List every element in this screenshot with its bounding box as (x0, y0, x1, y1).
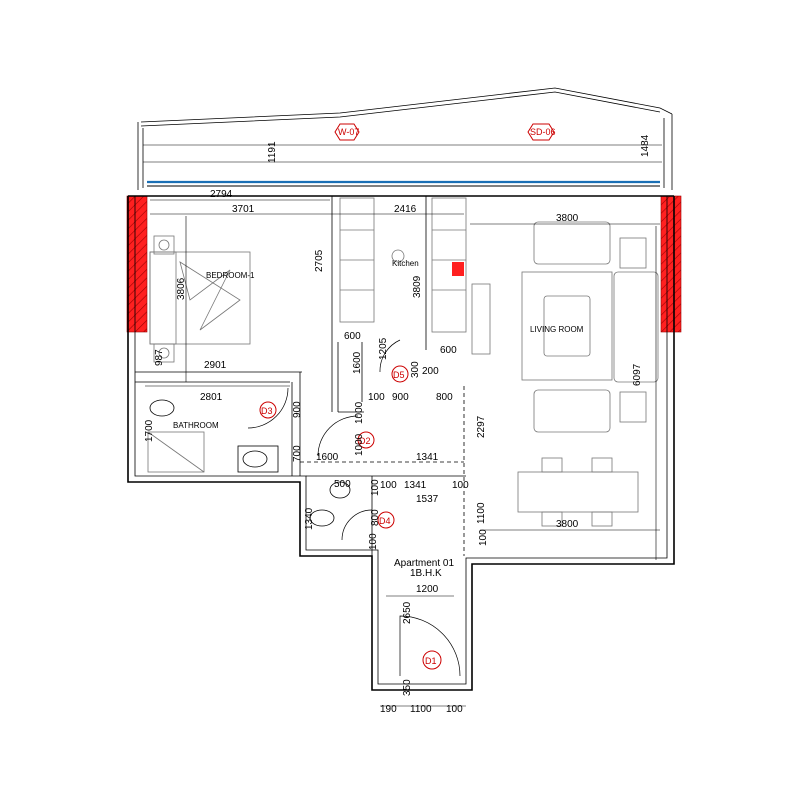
label-bedroom: BEDROOM-1 (206, 271, 255, 280)
dim-kitchen-height: 2705 (314, 249, 325, 272)
door-d3: D3 (261, 406, 273, 416)
dim-living-height: 6097 (632, 363, 643, 386)
dim-d1600: 1600 (316, 452, 339, 463)
dim-d500: 500 (334, 479, 351, 490)
dim-k200: 200 (422, 366, 439, 377)
dim-kitchen-depth: 3809 (412, 275, 423, 298)
dim-d1100a: 1100 (476, 502, 487, 524)
dim-k600a: 600 (344, 331, 361, 342)
dim-d800b: 800 (370, 509, 381, 526)
facade-glazing (147, 180, 660, 187)
tag-window: W-07 (338, 127, 359, 137)
label-living-room: LIVING ROOM (530, 325, 584, 334)
dim-d1000a: 1000 (354, 401, 365, 424)
dim-bed-top: 2794 (210, 189, 233, 200)
dim-d2650: 2650 (402, 601, 413, 624)
dim-d100b: 100 (380, 480, 397, 491)
door-d1: D1 (425, 656, 437, 666)
dim-k1205: 1205 (378, 337, 389, 360)
dim-d1341b: 1341 (404, 480, 427, 491)
doors (247, 339, 461, 677)
room-labels: BEDROOM-1 Kitchen LIVING ROOM BATHROOM A… (173, 259, 584, 579)
dim-d190: 190 (380, 704, 397, 715)
dim-k600b: 600 (440, 345, 457, 356)
dim-d350: 350 (402, 679, 413, 696)
dim-k900a: 900 (392, 392, 409, 403)
dim-kitchen-top: 2416 (394, 204, 417, 215)
door-d4: D4 (379, 516, 391, 526)
dim-bed-bottom: 2901 (204, 360, 227, 371)
cladding-left (126, 195, 148, 333)
dimension-values: 2794 3701 2416 3800 2901 2801 600 600 20… (200, 189, 579, 715)
dim-d1100b: 1100 (410, 704, 432, 715)
living-furniture (517, 221, 659, 527)
dim-d1537: 1537 (416, 494, 439, 505)
walls (127, 195, 675, 691)
dimension-values-vertical: 1191 1484 3806 987 2705 3809 6097 1700 1… (144, 134, 651, 696)
bedroom-furniture (149, 235, 251, 363)
dim-bath-900: 900 (292, 401, 303, 418)
dimension-lines (145, 199, 660, 707)
dim-balcony-left: 1191 (267, 141, 278, 163)
dim-d1341a: 1341 (416, 452, 439, 463)
kitchen-units (339, 197, 491, 355)
dim-k300: 300 (410, 361, 421, 378)
element-tags: W-07 SD-06 D1 D2 D3 D4 D5 (259, 123, 556, 670)
dim-bath-700: 700 (292, 445, 303, 462)
dim-d100d: 100 (370, 479, 381, 496)
bathroom-fixtures (147, 399, 351, 527)
dim-d2297: 2297 (476, 415, 487, 438)
dim-k1600: 1600 (352, 351, 363, 374)
label-bathroom: BATHROOM (173, 421, 219, 430)
door-d5: D5 (393, 370, 405, 380)
apartment-type: 1B.H.K (410, 568, 442, 579)
dim-d1000b: 1000 (354, 433, 365, 456)
door-d2: D2 (359, 436, 371, 446)
dim-bed-height: 3806 (176, 277, 187, 300)
tag-sliding-door: SD-06 (530, 127, 556, 137)
dim-k800a: 800 (436, 392, 453, 403)
dim-d100g: 100 (446, 704, 463, 715)
dim-d1200: 1200 (416, 584, 439, 595)
dim-k100a: 100 (368, 392, 385, 403)
dim-bath-height: 1700 (144, 419, 155, 442)
dim-balcony-right: 1484 (640, 134, 651, 157)
balcony (137, 87, 673, 190)
dim-living-top: 3800 (556, 213, 579, 224)
label-kitchen: Kitchen (392, 259, 419, 268)
dim-d100f: 100 (478, 529, 489, 546)
dim-d100e: 100 (368, 533, 379, 550)
dim-bath-top: 2801 (200, 392, 223, 403)
apartment-name: Apartment 01 (394, 558, 454, 569)
dim-d1340: 1340 (304, 507, 315, 530)
dim-d100c: 100 (452, 480, 469, 491)
dim-bed-small: 987 (154, 349, 165, 366)
cladding-right (660, 195, 682, 333)
dim-living-bottom: 3800 (556, 519, 579, 530)
dim-bed-width: 3701 (232, 204, 255, 215)
